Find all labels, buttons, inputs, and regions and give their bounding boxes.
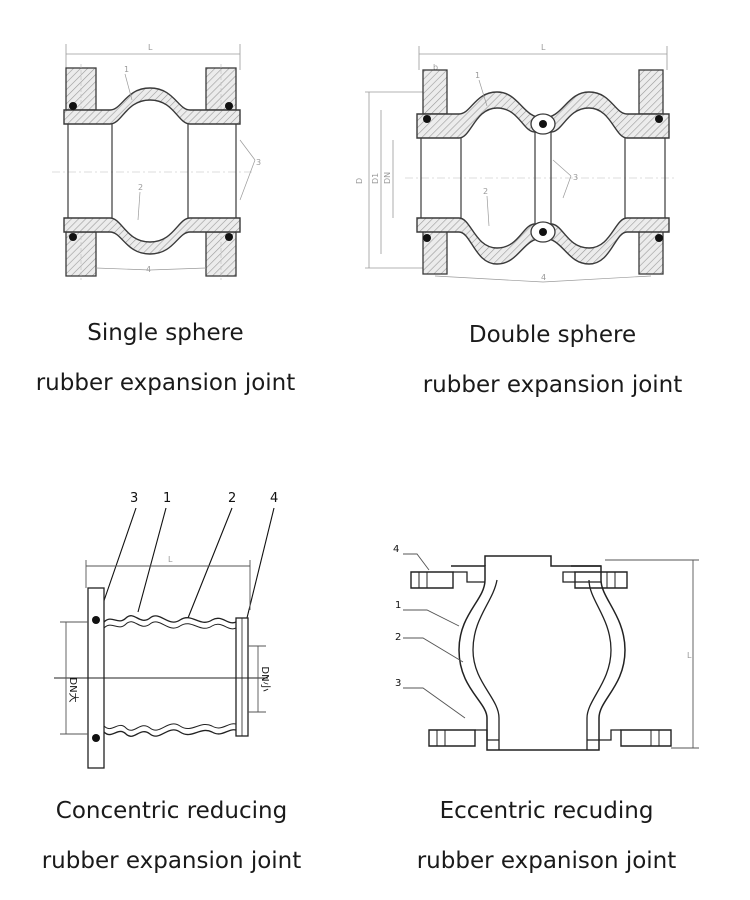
steel-ring	[92, 616, 100, 624]
callout-4: 4	[270, 491, 278, 506]
b-label: b	[433, 63, 438, 72]
caption-line2: rubber expansion joint	[41, 848, 302, 874]
rubber-body-top	[416, 91, 670, 139]
callout-4: 4	[393, 544, 399, 555]
caption-line1: Eccentric recuding	[439, 798, 654, 824]
dn-large-label: DN大	[67, 677, 80, 702]
rubber-body-bottom	[416, 217, 670, 265]
caption-line1: Single sphere	[87, 320, 244, 346]
length-label: L	[168, 555, 173, 564]
rubber-body-bottom	[63, 217, 241, 255]
length-label: L	[148, 43, 153, 52]
callout-1: 1	[124, 65, 129, 74]
callout-1: 1	[163, 491, 171, 506]
callout-2: 2	[483, 187, 488, 196]
steel-ring	[69, 102, 233, 241]
callout-1: 1	[395, 600, 401, 611]
callout-3: 3	[130, 491, 138, 506]
caption-line2: rubber expanison joint	[416, 848, 677, 874]
callout-3: 3	[256, 158, 261, 167]
caption-line2: rubber expansion joint	[35, 370, 296, 396]
bottom-flanges	[428, 729, 672, 747]
callout-2: 2	[138, 183, 143, 192]
dn-label: DN	[383, 172, 392, 184]
length-dimension	[65, 44, 241, 70]
panel-double-sphere: L b D D1 DN	[355, 0, 750, 420]
callout-4: 4	[541, 273, 546, 282]
rubber-body-top	[63, 87, 241, 125]
length-label: L	[687, 651, 692, 660]
top-flanges	[410, 571, 628, 589]
callout-3: 3	[573, 173, 578, 182]
bellows-bottom	[103, 729, 237, 737]
panel-single-sphere: L	[0, 0, 375, 420]
dn-small-label: DN小	[259, 666, 271, 691]
callout-3: 3	[395, 678, 401, 689]
double-sphere-drawing: L b D D1 DN	[355, 43, 675, 283]
panel-concentric-reducing: 3 1 2 4 L	[0, 450, 375, 900]
d-label: D	[355, 178, 364, 184]
caption-line1: Concentric reducing	[55, 798, 288, 824]
d1-label: D1	[371, 173, 380, 184]
concentric-reducing-drawing: 3 1 2 4 L	[54, 491, 278, 769]
bellows-top	[103, 615, 237, 624]
caption-line2: rubber expansion joint	[422, 372, 683, 398]
callout-2: 2	[228, 491, 236, 506]
length-label: L	[541, 43, 546, 52]
eccentric-reducing-drawing: L 4 1 2 3	[393, 544, 699, 751]
callout-2: 2	[395, 632, 401, 643]
single-sphere-drawing: L	[52, 43, 261, 280]
rubber-body	[451, 565, 626, 751]
panel-eccentric-reducing: L 4 1 2 3 Eccentric recuding rubber expa…	[375, 450, 750, 900]
callout-1: 1	[475, 71, 480, 80]
caption-line1: Double sphere	[468, 322, 637, 348]
callout-4: 4	[146, 265, 151, 274]
